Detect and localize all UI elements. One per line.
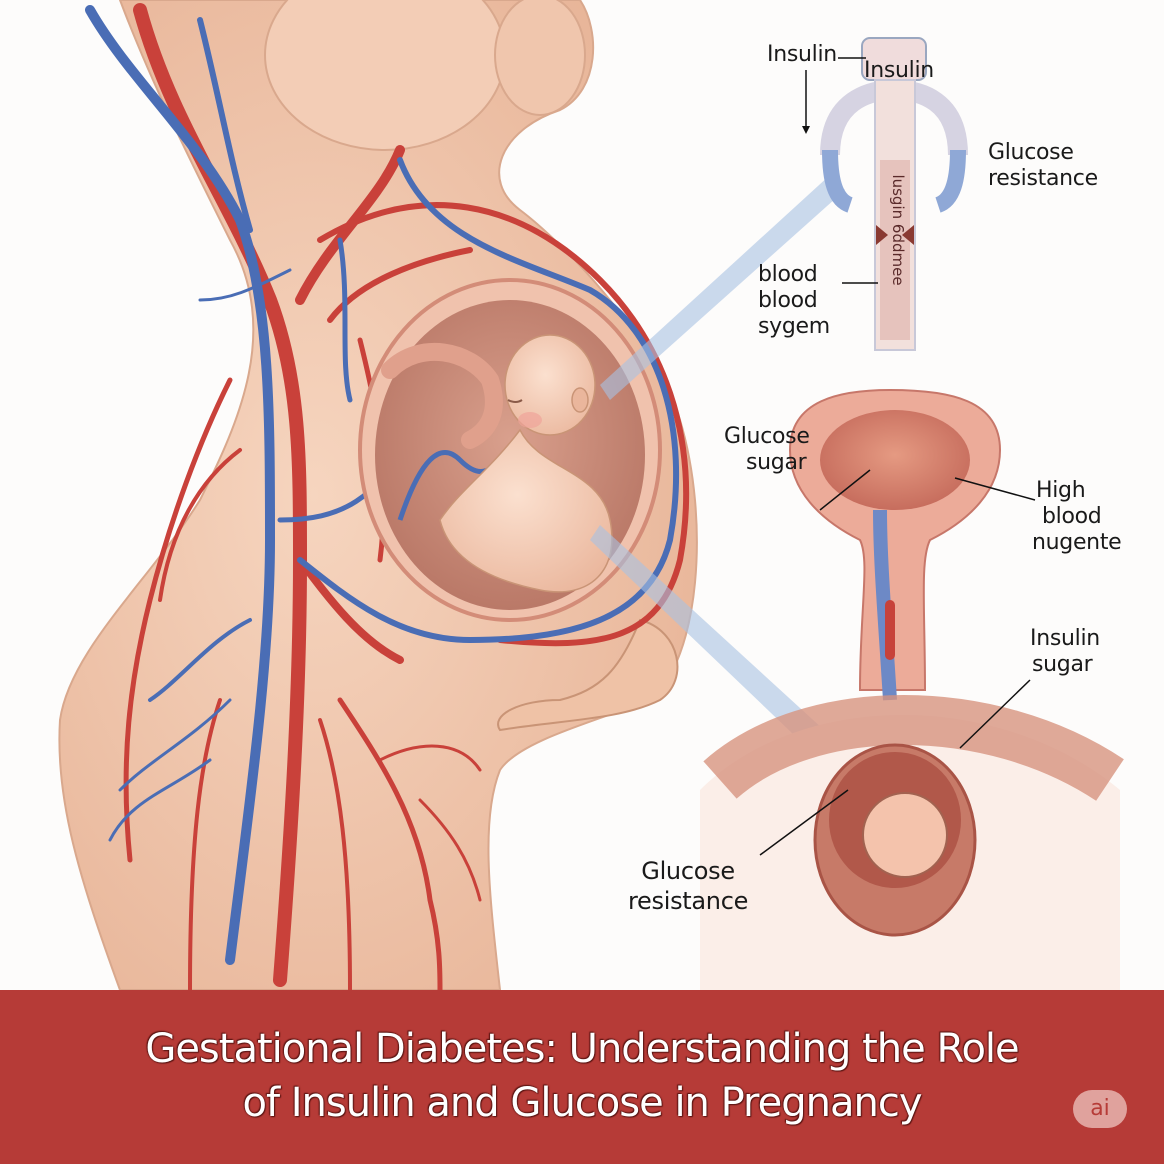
insulin-tube-diagram — [802, 37, 968, 351]
organ-diagram — [700, 388, 1124, 990]
label-line: sugar — [1032, 652, 1093, 677]
label-line: sugar — [746, 450, 807, 475]
label-insulin-outer: Insulin — [767, 42, 837, 67]
fetus — [439, 334, 613, 593]
label-line: blood — [758, 288, 818, 313]
vertical-tube-label: lusgin 6ddmee — [878, 160, 918, 300]
page-title: Gestational Diabetes: Understanding the … — [0, 1022, 1164, 1130]
vertical-tube-text: lusgin 6ddmee — [889, 174, 907, 286]
label-line: blood — [758, 262, 818, 287]
label-insulin-inner: Insulin — [864, 58, 934, 83]
label-insulin-sugar: Insulin sugar — [1030, 626, 1100, 678]
label-line: sygem — [758, 314, 830, 339]
zoom-beams — [590, 175, 845, 755]
label-high-blood: High blood nugente — [1032, 478, 1122, 556]
veins — [85, 5, 680, 965]
label-line: Glucose — [641, 857, 735, 885]
label-line: Glucose — [724, 424, 810, 449]
label-line: resistance — [628, 887, 749, 915]
ai-badge: ai — [1073, 1090, 1127, 1128]
label-line: Glucose — [988, 140, 1074, 165]
illustration-canvas — [58, 0, 1124, 993]
label-blood-system: blood blood sygem — [758, 262, 830, 340]
label-line: nugente — [1032, 530, 1122, 555]
label-line: High — [1036, 478, 1086, 503]
label-glucose-resistance-top: Glucose resistance — [988, 140, 1098, 192]
pregnancy-anatomy-illustration — [58, 0, 1124, 993]
title-banner: Gestational Diabetes: Understanding the … — [0, 990, 1164, 1164]
label-glucose-sugar: Glucose sugar — [724, 424, 810, 476]
label-glucose-resistance-bottom: Glucose resistance — [628, 856, 748, 916]
title-line-1: Gestational Diabetes: Understanding the … — [145, 1026, 1019, 1072]
title-line-2: of Insulin and Glucose in Pregnancy — [242, 1080, 922, 1126]
label-line: blood — [1042, 504, 1102, 529]
label-line: resistance — [988, 166, 1098, 191]
label-line: Insulin — [1030, 626, 1100, 651]
